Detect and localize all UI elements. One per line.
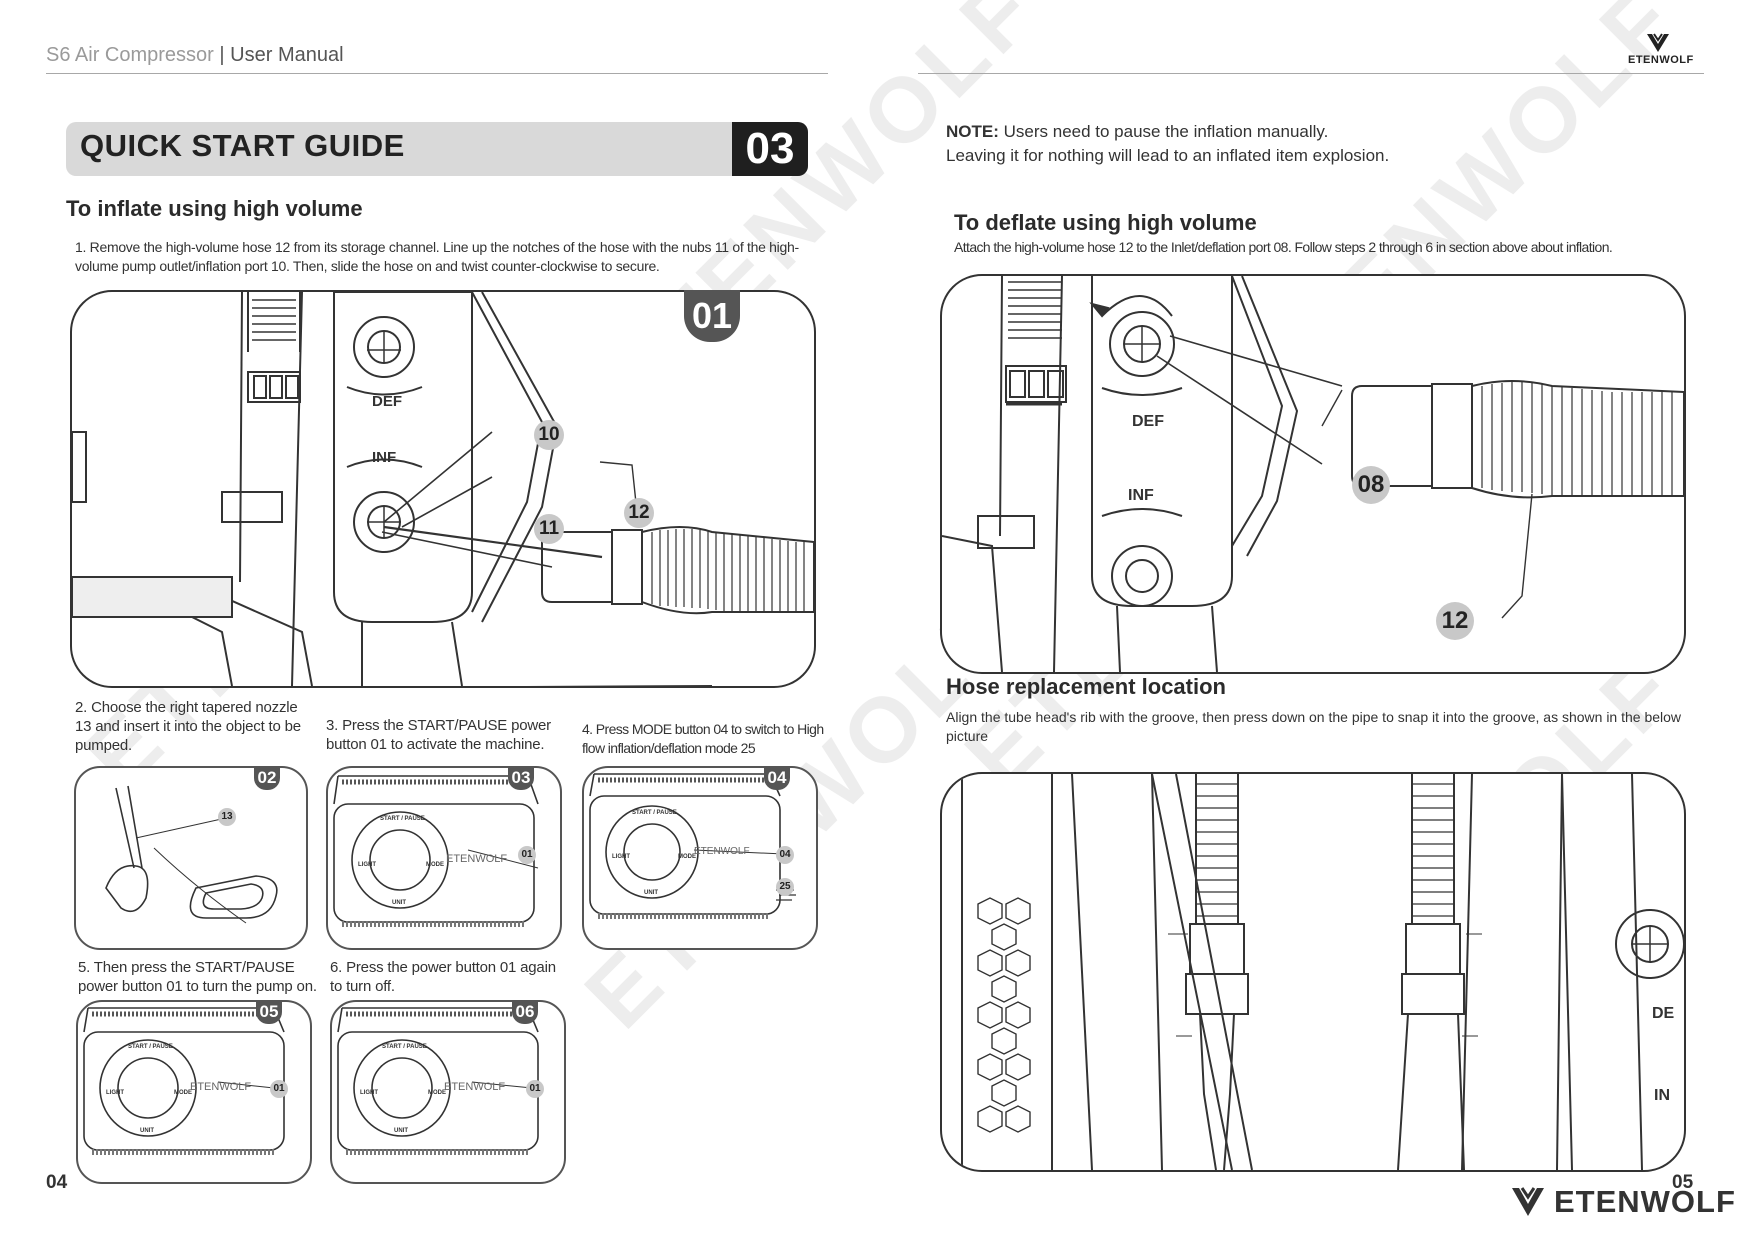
control-panel-illustration: START / PAUSE LIGHT MODE UNIT ETENWOLF (333, 775, 539, 927)
device-logo: ETENWOLF (444, 1081, 505, 1093)
page-number-left: 04 (46, 1172, 68, 1193)
label-def: DE (1652, 1005, 1675, 1022)
header-logo: ETENWOLF (1628, 32, 1694, 66)
section-title: QUICK START GUIDE (80, 128, 405, 163)
note-block: NOTE: Users need to pause the inflation … (946, 120, 1666, 168)
label-light: LIGHT (358, 862, 376, 868)
label-mode: MODE (174, 1090, 192, 1096)
control-panel-illustration: START / PAUSE LIGHT MODE UNIT ETENWOLF (337, 1007, 539, 1155)
device-logo: ETENWOLF (190, 1081, 251, 1093)
label-mode: MODE (428, 1090, 446, 1096)
label-start-pause: START / PAUSE (380, 816, 425, 822)
figure-inflate: DEF INF (70, 290, 816, 688)
panel-05: START / PAUSE LIGHT MODE UNIT ETENWOLF (76, 1000, 312, 1184)
deflate-text: Attach the high-volume hose 12 to the In… (954, 239, 1613, 255)
note-line2: Leaving it for nothing will lead to an i… (946, 146, 1390, 165)
callout: 04 (776, 846, 794, 864)
section-number: 03 (732, 122, 808, 176)
panel-badge: 05 (256, 1000, 282, 1024)
nozzle-illustration (105, 785, 278, 924)
panel-badge: 04 (764, 766, 790, 790)
label-start-pause: START / PAUSE (632, 810, 677, 816)
note-label: NOTE: (946, 122, 999, 141)
figure-badge: 01 (684, 290, 740, 342)
header-rule (46, 73, 828, 74)
label-light: LIGHT (360, 1090, 378, 1096)
label-def: DEF (1132, 413, 1164, 430)
label-light: LIGHT (106, 1090, 124, 1096)
deflate-heading: To deflate using high volume (954, 210, 1257, 235)
wolf-logo-icon (1647, 33, 1669, 52)
page-number-right: 05 (1672, 1172, 1694, 1193)
panel-badge: 06 (512, 1000, 538, 1024)
callout: 08 (1352, 466, 1390, 504)
step6-text: 6. Press the power button 01 again to tu… (330, 959, 556, 995)
hose-replacement-illustration: DE IN (961, 774, 1684, 1170)
device-logo: ETENWOLF (694, 846, 750, 857)
product-name: S6 Air Compressor (46, 44, 214, 66)
label-unit: UNIT (140, 1128, 154, 1134)
callout: 12 (1436, 602, 1474, 640)
label-inf: INF (1128, 487, 1154, 504)
brand-footer: ETENWOLF (1554, 1184, 1736, 1219)
step2-text: 2. Choose the right tapered nozzle 13 an… (75, 699, 301, 754)
wolf-logo-icon (1512, 1187, 1544, 1216)
note-line1: Users need to pause the inflation manual… (1003, 122, 1329, 141)
figure-hose-replacement: DE IN (940, 772, 1686, 1172)
header-separator: | (219, 44, 225, 66)
label-mode: MODE (426, 862, 444, 868)
step4-text: 4. Press MODE button 04 to switch to Hig… (582, 721, 824, 756)
callout: 10 (534, 420, 564, 450)
hose-text: Align the tube head's rib with the groov… (946, 709, 1682, 744)
callout: 01 (526, 1080, 544, 1098)
label-start-pause: START / PAUSE (128, 1044, 173, 1050)
label-unit: UNIT (644, 890, 658, 896)
inflate-step1-text: 1. Remove the high-volume hose 12 from i… (75, 239, 799, 274)
callout: 11 (534, 514, 564, 544)
label-unit: UNIT (392, 900, 406, 906)
section-banner (66, 122, 808, 176)
pump-deflate-illustration: DEF INF (942, 276, 1684, 672)
callout: 01 (270, 1080, 288, 1098)
device-logo: ETENWOLF (446, 853, 507, 865)
step3-text: 3. Press the START/PAUSE power button 01… (326, 717, 551, 753)
step5-text: 5. Then press the START/PAUSE power butt… (78, 959, 317, 995)
label-inf: INF (372, 449, 396, 466)
label-def: DEF (372, 393, 402, 410)
hose-heading: Hose replacement location (946, 674, 1226, 699)
callout: 01 (518, 846, 536, 864)
callout: 13 (218, 808, 236, 826)
page-header: S6 Air Compressor | User Manual (46, 44, 344, 67)
doc-type: User Manual (230, 44, 344, 66)
panel-02 (74, 766, 308, 950)
label-light: LIGHT (612, 854, 630, 860)
inflate-heading: To inflate using high volume (66, 196, 363, 221)
label-mode: MODE (678, 854, 696, 860)
brand-small: ETENWOLF (1628, 54, 1694, 66)
panel-badge: 03 (508, 766, 534, 790)
header-rule (918, 73, 1704, 74)
label-inf: IN (1654, 1087, 1670, 1104)
callout: 12 (624, 498, 654, 528)
pump-inflate-illustration: DEF INF (72, 292, 814, 686)
panel-badge: 02 (254, 766, 280, 790)
figure-deflate: DEF INF (940, 274, 1686, 674)
label-start-pause: START / PAUSE (382, 1044, 427, 1050)
callout: 25 (776, 878, 794, 896)
label-unit: UNIT (394, 1128, 408, 1134)
